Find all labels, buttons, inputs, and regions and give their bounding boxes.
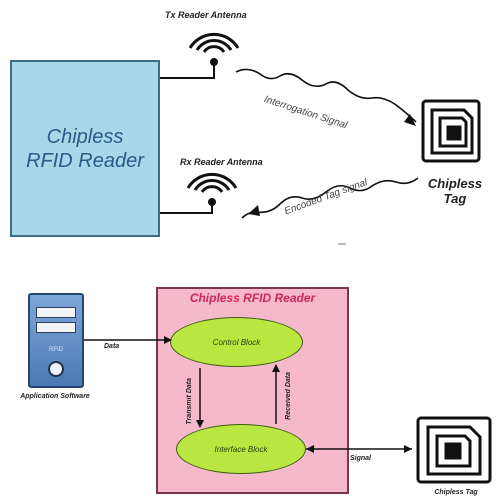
rx-antenna-base [208, 198, 216, 206]
signal-arrow-head-right [404, 445, 412, 453]
received-arrow-head [272, 364, 280, 372]
control-block-label: Control Block [212, 337, 261, 347]
tx-feed-line [160, 58, 215, 79]
top-diagram-lines [160, 32, 481, 245]
rx-feed-line [160, 198, 213, 214]
interface-block: Interface Block [176, 424, 306, 474]
interrogation-signal-wave [235, 68, 417, 123]
interrogation-arrow-head [404, 114, 416, 126]
data-arrow-head [164, 336, 172, 344]
chipless-tag-label: Chipless Tag [427, 176, 483, 206]
bottom-diagram-lines [84, 336, 492, 484]
chipless-rfid-reader-box: Chipless RFID Reader [10, 60, 160, 237]
computer-text: RFID [49, 347, 63, 353]
chipless-tag-icon [421, 99, 481, 163]
rx-antenna-icon [186, 172, 238, 193]
reader-block-title: Chipless RFID Reader [189, 291, 316, 305]
tx-antenna-icon [188, 32, 240, 53]
tx-antenna-base [210, 58, 218, 66]
rx-antenna-label: Rx Reader Antenna [180, 157, 263, 167]
computer-icon: RFID [28, 293, 84, 388]
data-label: Data [104, 343, 120, 350]
control-block: Control Block [170, 317, 303, 367]
encoded-arrow-head [248, 205, 260, 216]
interface-block-label: Interface Block [214, 444, 268, 454]
application-software-label: Application Software [20, 393, 90, 400]
signal-label: Signal [350, 455, 372, 462]
encoded-signal-wave [241, 177, 419, 219]
transmit-arrow-head [196, 420, 204, 428]
power-button-icon [48, 361, 64, 377]
drive-bay-icon [36, 322, 76, 333]
chipless-tag-icon-bottom [416, 416, 492, 484]
signal-arrow-head-left [306, 445, 314, 453]
chipless-tag-bottom-label: Chipless Tag [434, 489, 478, 496]
drive-bay-icon [36, 307, 76, 318]
tx-antenna-label: Tx Reader Antenna [165, 10, 247, 20]
transmit-data-label: Transmit Data [186, 378, 193, 425]
reader-title: Chipless RFID Reader [26, 125, 144, 172]
received-data-label: Received Data [285, 372, 292, 420]
